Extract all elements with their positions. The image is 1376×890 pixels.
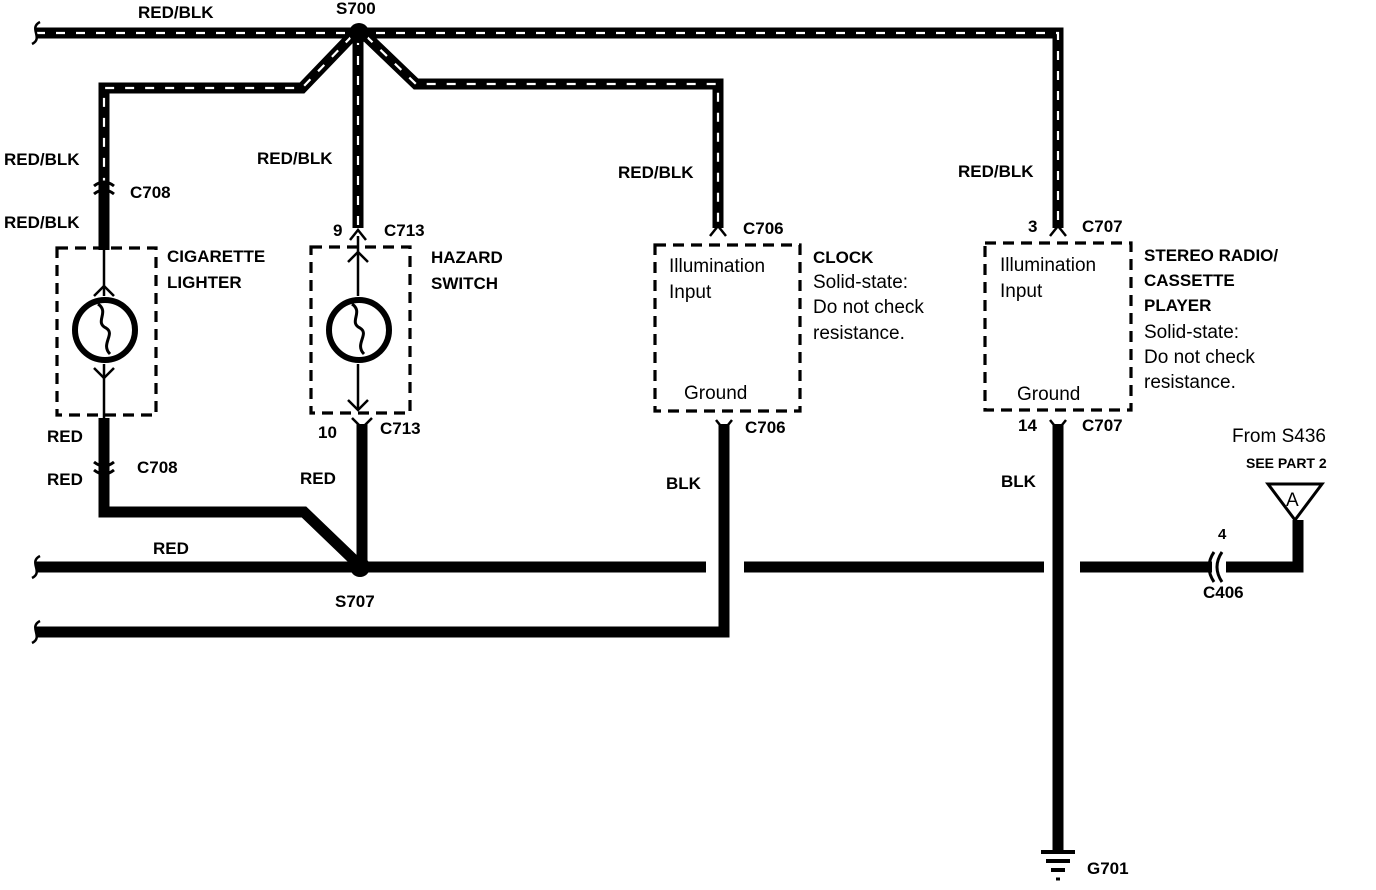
clock-component [653, 223, 802, 433]
wire-label-lighter-lower-2: RED [47, 470, 83, 489]
clock-note-2: Do not check [813, 297, 924, 318]
reference-see-label: SEE PART 2 [1246, 455, 1327, 471]
clock-ground-label: Ground [684, 383, 747, 404]
radio-title-2: CASSETTE [1144, 271, 1235, 290]
connector-pin-radio-top: 3 [1028, 217, 1037, 236]
connector-label-radio-bottom: C707 [1082, 416, 1123, 435]
radio-title-1: STEREO RADIO/ [1144, 246, 1278, 265]
radio-note-3: resistance. [1144, 372, 1236, 393]
c406-connector [1207, 551, 1224, 583]
hazard-switch-title-2: SWITCH [431, 274, 498, 293]
reference-from-label: From S436 [1232, 426, 1326, 447]
splice-label-s707: S707 [335, 592, 375, 611]
wire-label-top-main: RED/BLK [138, 3, 214, 22]
wire-label-bottom-main: RED [153, 539, 189, 558]
cigarette-lighter-title-2: LIGHTER [167, 273, 242, 292]
connector-label-lighter-bottom: C708 [137, 458, 178, 477]
wire-label-hazard-upper: RED/BLK [257, 149, 333, 168]
hazard-switch-component [309, 227, 412, 430]
hazard-switch-title-1: HAZARD [431, 248, 503, 267]
connector-label-c406: C406 [1203, 583, 1244, 602]
connector-pin-hazard-top: 9 [333, 221, 342, 240]
red-wires [36, 418, 1304, 573]
splice-s700-dot [349, 23, 369, 43]
radio-title-3: PLAYER [1144, 296, 1211, 315]
radio-note-2: Do not check [1144, 347, 1255, 368]
ground-icon [1041, 850, 1075, 881]
wire-label-lighter-lower: RED [47, 427, 83, 446]
ground-label-g701: G701 [1087, 859, 1129, 878]
clock-input-label-1: Illumination [669, 256, 765, 277]
wire-label-radio-ground: BLK [1001, 472, 1037, 491]
cigarette-lighter-component [55, 180, 158, 476]
radio-note-1: Solid-state: [1144, 322, 1239, 343]
wire-label-clock-ground: BLK [666, 474, 702, 493]
connector-label-lighter-top: C708 [130, 183, 171, 202]
radio-input-label-2: Input [1000, 281, 1043, 302]
connector-pin-c406: 4 [1218, 526, 1227, 543]
stereo-radio-component [983, 223, 1133, 433]
lighter-lamp-icon [72, 297, 138, 363]
connector-pin-hazard-bottom: 10 [318, 423, 337, 442]
radio-ground-label: Ground [1017, 384, 1080, 405]
clock-note-1: Solid-state: [813, 272, 908, 293]
reference-triangle [1265, 482, 1325, 523]
wire-label-lighter-upper-2: RED/BLK [4, 213, 80, 232]
clock-title: CLOCK [813, 248, 874, 267]
splice-s707-dot [350, 557, 370, 577]
splice-label-s700: S700 [336, 0, 376, 18]
radio-input-label-1: Illumination [1000, 255, 1096, 276]
cigarette-lighter-title-1: CIGARETTE [167, 247, 265, 266]
clock-input-label-2: Input [669, 282, 712, 303]
hazard-lamp-icon [326, 297, 392, 363]
wire-label-lighter-upper: RED/BLK [4, 150, 80, 169]
blk-wires [36, 424, 1064, 850]
connector-pin-radio-bottom: 14 [1018, 416, 1037, 435]
connector-label-hazard-top: C713 [384, 221, 425, 240]
connector-label-clock-bottom: C706 [745, 418, 786, 437]
wire-label-clock-upper: RED/BLK [618, 163, 694, 182]
connector-label-hazard-bottom: C713 [380, 419, 421, 438]
connector-label-radio-top: C707 [1082, 217, 1123, 236]
wire-label-hazard-lower: RED [300, 469, 336, 488]
wire-continuation-marks [31, 20, 41, 645]
red-blk-wires [36, 27, 1064, 250]
reference-marker-letter: A [1286, 490, 1299, 511]
clock-note-3: resistance. [813, 323, 905, 344]
wire-label-radio-upper: RED/BLK [958, 162, 1034, 181]
connector-label-clock-top: C706 [743, 219, 784, 238]
